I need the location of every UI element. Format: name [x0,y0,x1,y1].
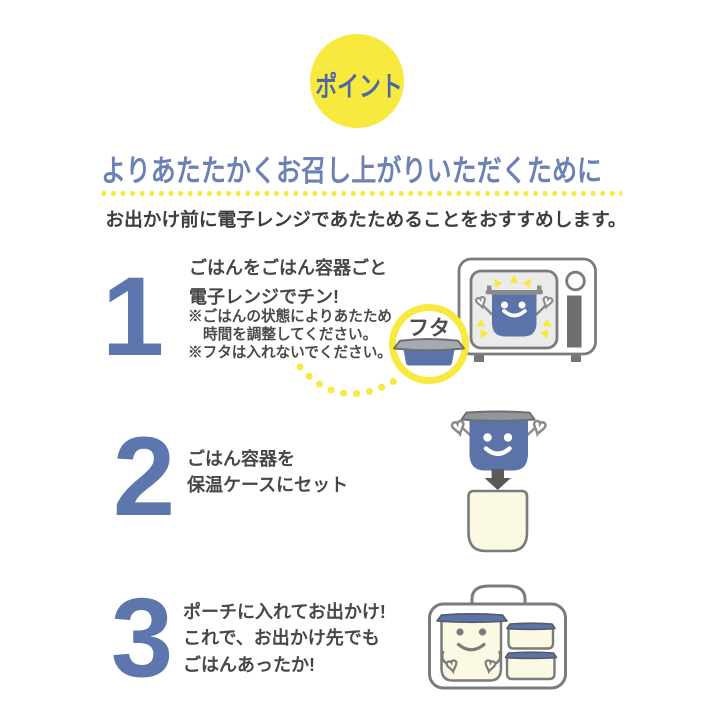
page-title: よりあたたかくお召し上がりいただくために [101,155,603,188]
microwave-dial-icon [565,270,586,292]
side-container-body [505,656,556,681]
step-2-line-1: ごはん容器を [187,448,295,469]
container-body [492,294,537,337]
microwave-window [469,269,559,350]
container-body [469,420,528,471]
step-1-note-3: ※フタは入れないでください。 [188,345,392,361]
dotted-underline [99,190,622,197]
heart-icon [474,295,488,310]
step-1-line-1: ごはんをごはん容器ごと [189,258,387,278]
container-eye [456,628,464,636]
container-eye [501,301,508,309]
container-smile [502,309,527,318]
container-arms [461,426,537,437]
side-container-lid [506,622,556,631]
heart-icon [450,419,467,437]
microwave-foot-right [571,352,581,362]
pouch-illustration [428,584,567,690]
heart-icon [482,658,497,674]
side-container-lid [504,651,558,660]
lid-base [403,349,455,366]
point-badge: ポイント [310,34,404,128]
thermal-case [467,489,529,553]
step-2-line-2: 保温ケースにセット [187,474,349,495]
container-lid [436,613,508,624]
container-knob [537,285,542,292]
container-arm [441,650,452,666]
heart-icon [540,295,555,310]
container-eye [518,301,526,309]
step-3-line-1: ポーチに入れてお出かけ! [183,601,386,622]
step-3-number: 3 [110,575,174,700]
microwave-illustration [457,257,597,362]
step-3-line-2: これで、お出かけ先でも [183,628,380,648]
arrow-down-icon [484,469,511,490]
container-arms [482,305,546,316]
container-into-case-illustration [450,410,548,553]
lid-callout-label: フタ [408,317,450,340]
side-container-body [507,627,555,650]
step-1-note-1: ※ごはんの状態によりあたため [188,309,393,325]
step-1-text: ごはんをごはん容器ごと 電子レンジでチン! [189,254,387,311]
step-2-text: ごはん容器を 保温ケースにセット [187,446,348,498]
container-eye [478,628,487,636]
step-2-number: 2 [112,414,176,539]
heart-icon [445,658,460,674]
sparkle-icons [473,274,555,341]
microwave-handle-bar [567,295,582,348]
step-3-text: ポーチに入れてお出かけ! これで、お出かけ先でも ごはんあったか! [183,599,386,679]
step-1-notes: ※ごはんの状態によりあたため 時間を調整してください。 ※フタは入れないでくださ… [188,308,392,362]
point-badge-label: ポイント [315,71,403,102]
container-eye [483,433,492,442]
microwave-body [457,257,597,356]
side-containers [504,622,558,681]
pouch-handle [470,584,527,608]
container-body [440,619,503,682]
step-1-note-2: 時間を調整してください。 [203,327,378,343]
container-eye [503,433,513,442]
microwave-foot-left [474,352,484,362]
dotted-arc [296,363,400,398]
container-lid-bar [485,290,543,295]
container-lid [460,410,536,422]
container-smile [483,446,512,456]
rice-container-in-pouch [436,613,508,682]
step-3-line-3: ごはんあったか! [183,654,315,675]
rice-container-in-microwave [474,285,555,337]
step-1-number: 1 [101,254,165,379]
container-knob [487,285,492,292]
container-smile [456,642,486,652]
container-arm [491,650,502,666]
page-subtitle: お出かけ前に電子レンジであたためることをおすすめします。 [105,209,627,230]
heart-icon [530,419,548,437]
pouch-body [428,602,567,690]
step-1-line-2: 電子レンジでチン! [189,286,339,307]
